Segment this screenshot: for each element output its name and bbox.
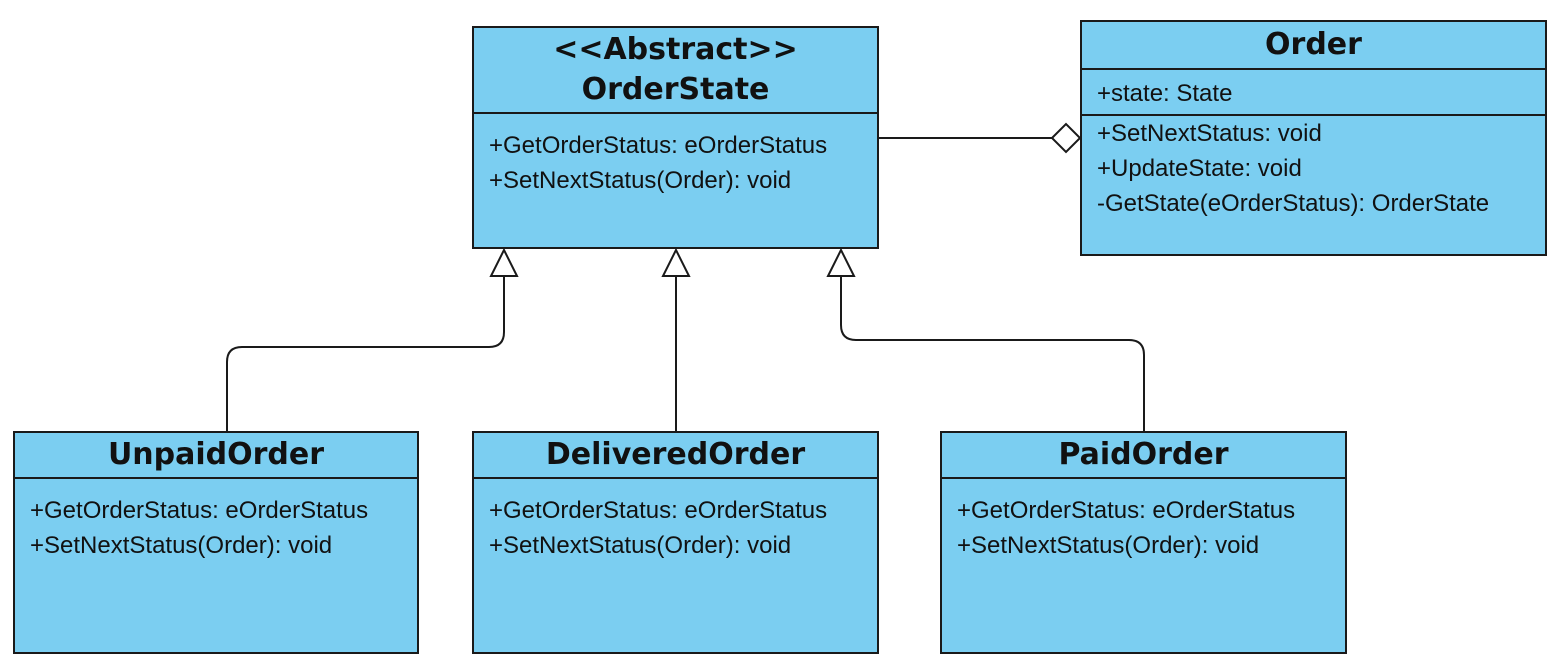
class-name: PaidOrder	[1058, 437, 1229, 472]
method: +GetOrderStatus: eOrderStatus	[489, 497, 828, 524]
class-header: PaidOrder	[942, 433, 1345, 479]
generalization-arrow-icon	[826, 247, 856, 277]
method: +GetOrderStatus: eOrderStatus	[957, 497, 1296, 524]
class-name: Order	[1265, 27, 1362, 62]
class-header: <<Abstract>> OrderState	[474, 28, 877, 114]
aggregation-diamond-icon	[1050, 122, 1082, 154]
methods-compartment: +SetNextStatus: void +UpdateState: void …	[1082, 116, 1545, 221]
method: +SetNextStatus(Order): void	[489, 532, 792, 559]
attribute: +state: State	[1097, 80, 1233, 107]
class-delivered-order[interactable]: DeliveredOrder +GetOrderStatus: eOrderSt…	[472, 431, 879, 654]
method: +SetNextStatus(Order): void	[489, 167, 792, 194]
class-header: Order	[1082, 22, 1545, 70]
class-name: OrderState	[581, 72, 770, 107]
method: +GetOrderStatus: eOrderStatus	[489, 132, 828, 159]
method: +SetNextStatus(Order): void	[30, 532, 333, 559]
class-order[interactable]: Order +state: State +SetNextStatus: void…	[1080, 20, 1547, 256]
generalization-line-unpaid	[226, 276, 505, 432]
generalization-line-paid	[840, 276, 1145, 432]
method: +UpdateState: void	[1097, 155, 1302, 182]
generalization-arrow-icon	[661, 247, 691, 277]
class-stereotype: <<Abstract>>	[553, 32, 798, 67]
methods-compartment: +GetOrderStatus: eOrderStatus +SetNextSt…	[942, 479, 1345, 563]
method: +SetNextStatus: void	[1097, 120, 1322, 147]
class-name: DeliveredOrder	[545, 437, 806, 472]
class-order-state[interactable]: <<Abstract>> OrderState +GetOrderStatus:…	[472, 26, 879, 249]
methods-compartment: +GetOrderStatus: eOrderStatus +SetNextSt…	[15, 479, 417, 563]
class-unpaid-order[interactable]: UnpaidOrder +GetOrderStatus: eOrderStatu…	[13, 431, 419, 654]
class-paid-order[interactable]: PaidOrder +GetOrderStatus: eOrderStatus …	[940, 431, 1347, 654]
methods-compartment: +GetOrderStatus: eOrderStatus +SetNextSt…	[474, 114, 877, 198]
method: -GetState(eOrderStatus): OrderState	[1097, 190, 1490, 217]
generalization-arrow-icon	[489, 247, 519, 277]
class-header: UnpaidOrder	[15, 433, 417, 479]
methods-compartment: +GetOrderStatus: eOrderStatus +SetNextSt…	[474, 479, 877, 563]
class-header: DeliveredOrder	[474, 433, 877, 479]
method: +GetOrderStatus: eOrderStatus	[30, 497, 369, 524]
class-name: UnpaidOrder	[107, 437, 325, 472]
attributes-compartment: +state: State	[1082, 70, 1545, 116]
method: +SetNextStatus(Order): void	[957, 532, 1260, 559]
